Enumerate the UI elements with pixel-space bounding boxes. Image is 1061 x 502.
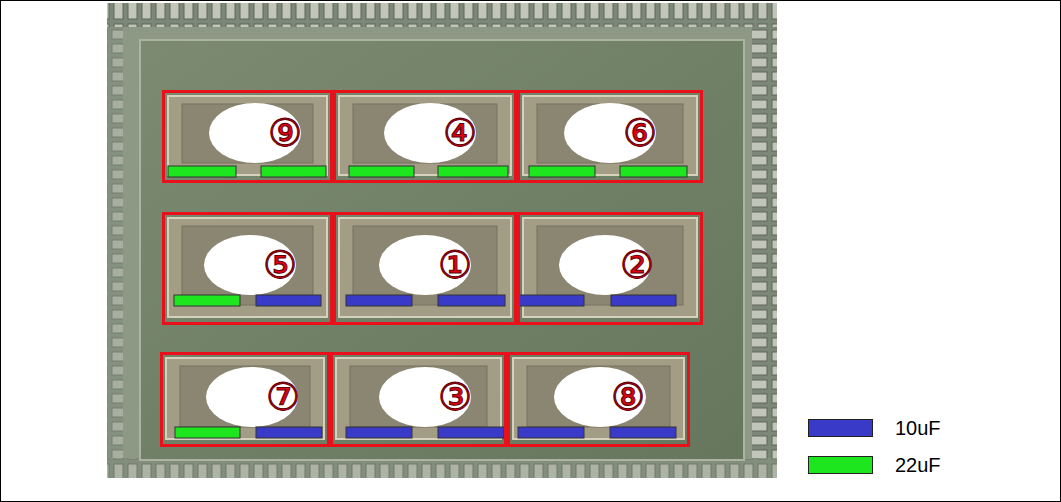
capacitor-bars bbox=[168, 166, 687, 438]
label-ellipse bbox=[554, 367, 646, 427]
callout-number: ⑦ bbox=[266, 378, 300, 416]
component-core bbox=[353, 226, 497, 305]
capacitor-group-box: ⑤ bbox=[162, 212, 333, 325]
component-core bbox=[353, 104, 497, 163]
label-ellipses bbox=[204, 103, 656, 427]
component-core bbox=[180, 366, 310, 427]
capacitor-bar bbox=[610, 427, 676, 438]
component-tile bbox=[339, 96, 511, 175]
substrate bbox=[140, 40, 744, 460]
callout-number: ③ bbox=[438, 378, 472, 416]
callout-number: ⑥ bbox=[623, 114, 657, 152]
callout-number: ⑧ bbox=[611, 378, 645, 416]
callout-number: ① bbox=[438, 246, 472, 284]
legend-swatch bbox=[808, 456, 873, 474]
legend-swatch bbox=[808, 419, 873, 437]
callout-number: ⑨ bbox=[268, 114, 302, 152]
capacitor-group-box: ④ bbox=[333, 90, 517, 183]
pin-row bbox=[107, 3, 777, 27]
capacitor-group-box: ⑧ bbox=[507, 352, 690, 447]
pin-column bbox=[107, 27, 123, 458]
capacitor-bar bbox=[256, 427, 322, 438]
capacitor-bar bbox=[349, 166, 414, 177]
capacitor-bar bbox=[174, 295, 240, 306]
capacitor-bar bbox=[256, 295, 321, 306]
capacitor-bar bbox=[518, 295, 584, 306]
component-tile bbox=[513, 358, 684, 439]
component-tile bbox=[523, 96, 697, 175]
component-tile bbox=[339, 218, 511, 317]
pin-column bbox=[752, 27, 777, 458]
capacitor-bar bbox=[438, 166, 508, 177]
capacitor-bar bbox=[529, 166, 595, 177]
component-tile bbox=[168, 96, 327, 175]
capacitor-bar bbox=[438, 295, 505, 306]
capacitor-bar bbox=[620, 166, 687, 177]
capacitor-group-box: ⑦ bbox=[160, 352, 330, 447]
capacitor-bar bbox=[611, 295, 676, 306]
capacitor-group-box: ③ bbox=[330, 352, 507, 447]
callout-number: ④ bbox=[443, 114, 477, 152]
legend-label: 22uF bbox=[895, 455, 941, 475]
component-core bbox=[537, 104, 683, 163]
capacitor-group-box: ① bbox=[333, 212, 517, 325]
callout-number: ⑤ bbox=[263, 246, 297, 284]
component-core bbox=[537, 226, 683, 305]
capacitor-bar bbox=[518, 427, 584, 438]
photo-ground bbox=[107, 3, 777, 478]
component-core bbox=[527, 366, 670, 427]
legend-item: 10uF bbox=[808, 418, 941, 438]
capacitor-bar bbox=[261, 166, 326, 177]
legend-label: 10uF bbox=[895, 418, 941, 438]
capacitor-group-box: ⑥ bbox=[517, 90, 703, 183]
capacitor-bar bbox=[175, 427, 240, 438]
legend-item: 22uF bbox=[808, 455, 941, 475]
capacitor-group-box: ② bbox=[517, 212, 703, 325]
component-core bbox=[182, 104, 313, 163]
component-tile bbox=[166, 358, 324, 439]
component-tiles bbox=[166, 96, 697, 439]
capacitor-bar bbox=[346, 427, 412, 438]
component-cores bbox=[180, 104, 683, 427]
capacitor-bar bbox=[346, 295, 412, 306]
capacitor-group-box: ⑨ bbox=[162, 90, 333, 183]
capacitor-bar bbox=[168, 166, 236, 177]
capacitor-bar bbox=[438, 427, 504, 438]
component-core bbox=[350, 366, 487, 427]
component-tile bbox=[168, 218, 327, 317]
component-core bbox=[182, 226, 313, 305]
callout-number: ② bbox=[620, 246, 654, 284]
